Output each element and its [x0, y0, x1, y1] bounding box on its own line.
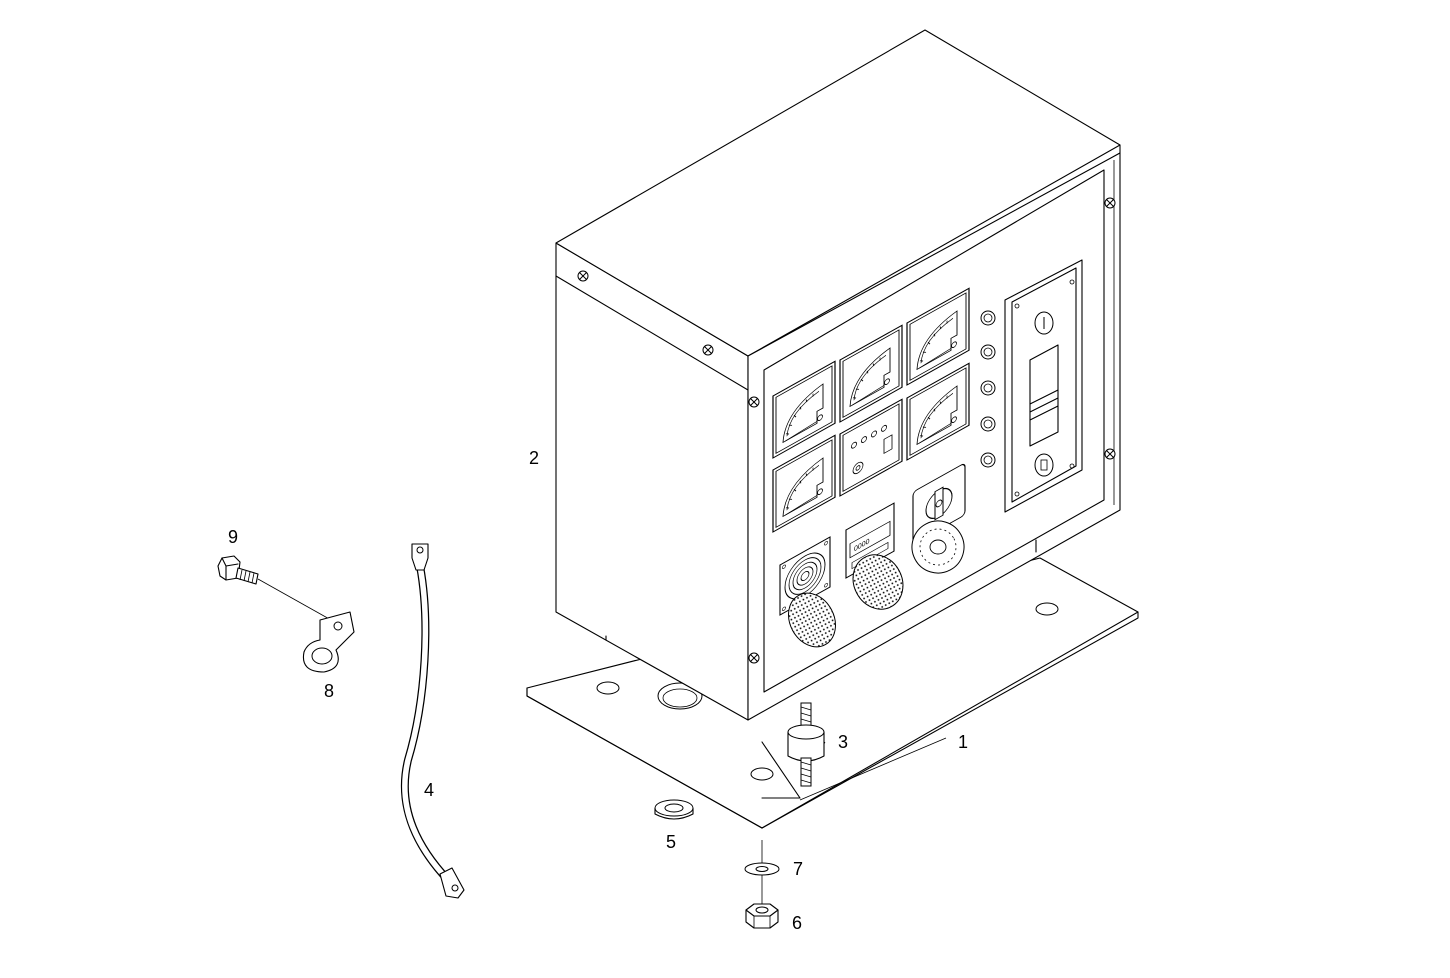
callout-3: 3	[838, 732, 848, 752]
callout-8: 8	[324, 681, 334, 701]
mounting-hole	[596, 681, 620, 695]
cable-clamp	[302, 611, 355, 673]
callout-4: 4	[424, 780, 434, 800]
flat-washer	[744, 862, 780, 876]
callout-1: 1	[958, 732, 968, 752]
rubber-washer	[654, 799, 694, 820]
lock-nut	[745, 903, 779, 929]
leader-lines	[799, 737, 947, 801]
ground-cable	[400, 543, 465, 899]
callout-2: 2	[529, 448, 539, 468]
mounting-hole	[1035, 602, 1059, 616]
speaker-grille-2	[788, 592, 836, 648]
circuit-breaker[interactable]	[1004, 259, 1083, 513]
selector-switch[interactable]	[912, 463, 966, 544]
instrument-panel: 0000	[772, 259, 1083, 648]
callout-6: 6	[792, 913, 802, 933]
indicator-lamps	[980, 310, 996, 468]
anti-vibration-mount	[787, 702, 825, 787]
indicator-module	[839, 398, 903, 497]
callout-5: 5	[666, 832, 676, 852]
speaker-grille	[852, 554, 904, 610]
cable-grommet-hole	[657, 682, 703, 710]
callout-7: 7	[793, 859, 803, 879]
mounting-hole	[750, 767, 774, 781]
emergency-stop-button[interactable]	[903, 512, 973, 582]
callout-9: 9	[228, 527, 238, 547]
hex-bolt	[217, 555, 259, 585]
